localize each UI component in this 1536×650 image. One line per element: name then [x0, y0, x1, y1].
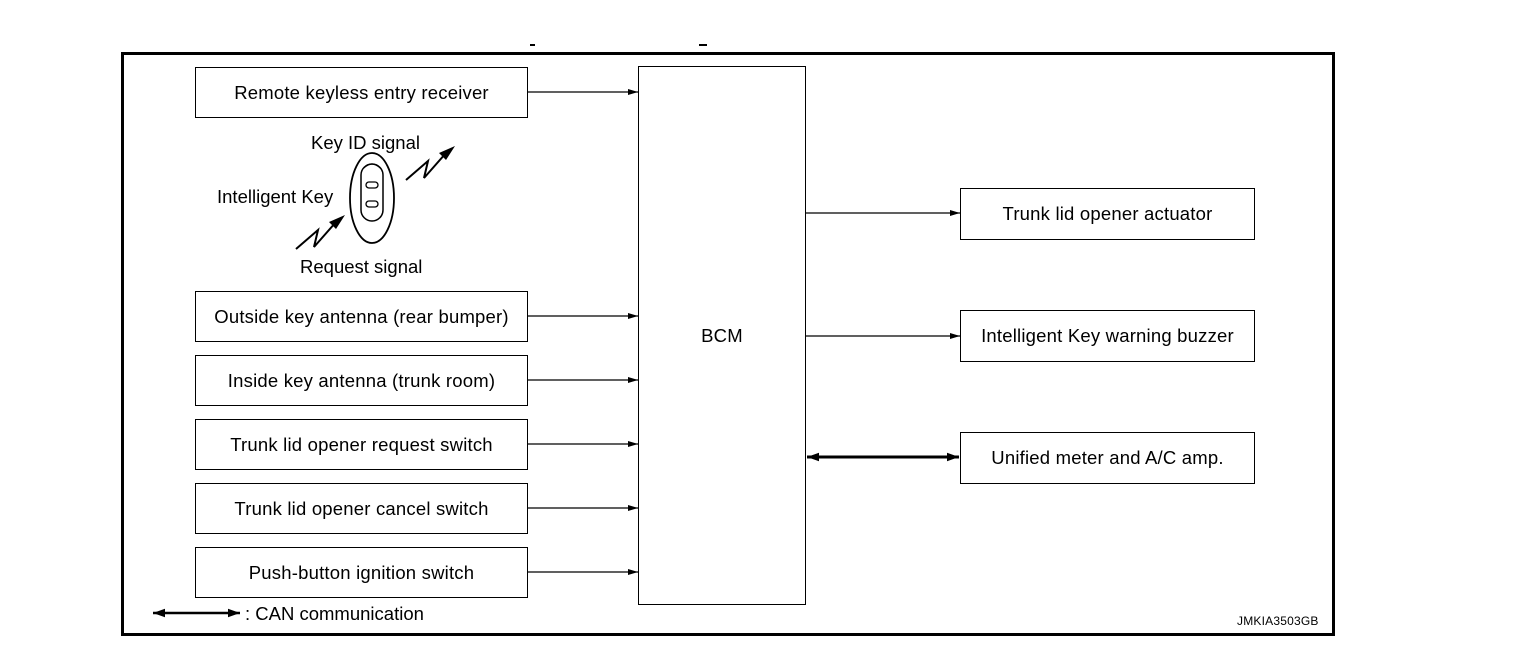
top-mark-left [530, 44, 535, 46]
inside-key-antenna-box: Inside key antenna (trunk room) [195, 355, 528, 406]
unified-meter-ac-amp-box: Unified meter and A/C amp. [960, 432, 1255, 484]
key-id-signal-icon [405, 146, 455, 181]
push-button-ignition-switch-label: Push-button ignition switch [248, 561, 475, 583]
request-signal-icon [295, 215, 345, 250]
intelligent-key-warning-buzzer-label: Intelligent Key warning buzzer [981, 325, 1234, 346]
inside-key-antenna-label: Inside key antenna (trunk room) [227, 369, 496, 391]
figure-id: JMKIA3503GB [1237, 614, 1319, 628]
intelligent-key-icon [349, 152, 395, 244]
trunk-lid-opener-request-switch-box: Trunk lid opener request switch [195, 419, 528, 470]
trunk-lid-opener-actuator-label: Trunk lid opener actuator [1002, 203, 1213, 224]
intelligent-key-label: Intelligent Key [217, 186, 334, 207]
key-id-signal-label: Key ID signal [311, 132, 420, 153]
push-button-ignition-switch-box: Push-button ignition switch [195, 547, 528, 598]
bcm-label: BCM [701, 324, 743, 346]
outside-key-antenna-label: Outside key antenna (rear bumper) [214, 305, 509, 327]
unified-meter-ac-amp-label: Unified meter and A/C amp. [991, 447, 1224, 468]
top-mark-right [699, 44, 707, 46]
trunk-lid-opener-cancel-switch-box: Trunk lid opener cancel switch [195, 483, 528, 534]
intelligent-key-warning-buzzer-box: Intelligent Key warning buzzer [960, 310, 1255, 362]
bcm-box: BCM [638, 66, 806, 605]
trunk-lid-opener-actuator-box: Trunk lid opener actuator [960, 188, 1255, 240]
request-signal-label: Request signal [300, 256, 423, 277]
legend-can-label: : CAN communication [245, 603, 424, 624]
trunk-lid-opener-cancel-switch-label: Trunk lid opener cancel switch [234, 497, 489, 519]
remote-keyless-entry-receiver-box: Remote keyless entry receiver [195, 67, 528, 118]
diagram-frame [121, 52, 1335, 636]
remote-keyless-entry-receiver-label: Remote keyless entry receiver [234, 81, 489, 103]
outside-key-antenna-box: Outside key antenna (rear bumper) [195, 291, 528, 342]
trunk-lid-opener-request-switch-label: Trunk lid opener request switch [230, 433, 493, 455]
